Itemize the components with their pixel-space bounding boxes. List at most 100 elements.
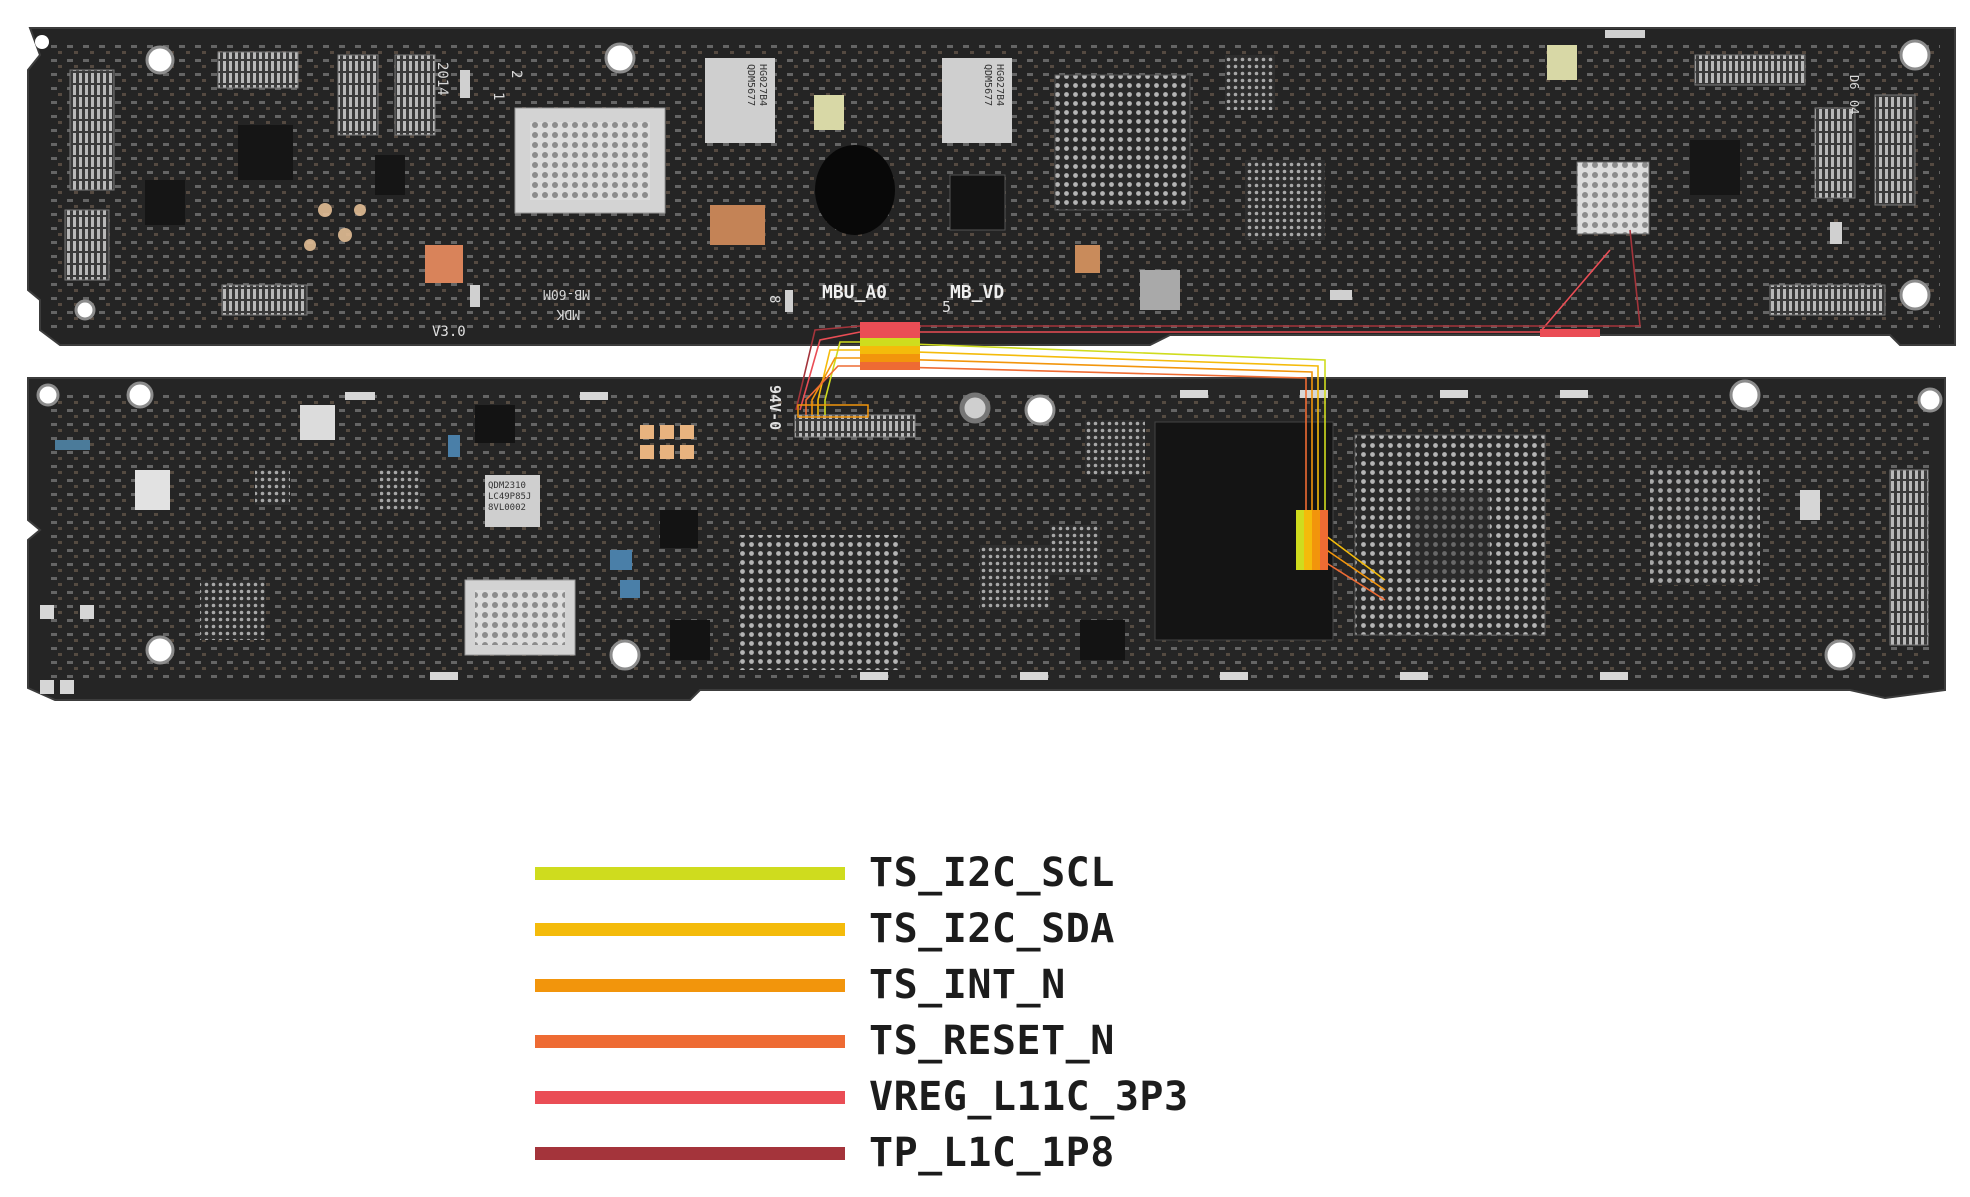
top-mount-hole-3 [1899,279,1931,311]
bottom-blue-part-d [55,440,90,450]
top-mount-hole-5 [74,299,96,321]
trace-ts-i2c-sda [817,349,1386,581]
legend-swatch [535,1146,845,1160]
legend-label: TP_L1C_1P8 [869,1130,1115,1176]
bottom-mount-hole-8 [609,639,641,671]
top-epoxy-blob [815,145,895,235]
legend-item: VREG_L11C_3P3 [535,1069,1235,1125]
top-bga-e [1690,140,1740,195]
bottom-blue-part-b [610,550,632,570]
legend: TS_I2C_SCL TS_I2C_SDA TS_INT_N TS_RESET_N VR… [535,845,1235,1181]
legend-swatch [535,1034,845,1048]
bottom-white-chip-b [300,405,335,440]
top-chip-m [814,95,844,130]
bottom-connector-main [794,414,916,438]
legend-swatch [535,922,845,936]
bottom-black-chip-d [670,620,710,660]
silk-digit-5: 5 [942,298,951,316]
bottom-mount-hole-6 [1917,387,1943,413]
silk-version: V3.0 [432,324,466,340]
bottom-mount-hole-9 [1824,639,1856,671]
silk-digit-1: 1 [490,92,506,100]
legend-swatch [535,978,845,992]
net-flag-group-top [860,322,1600,370]
top-connector-a [217,51,299,89]
qdm-b-line1: QDM5677 [982,64,993,106]
bottom-mount-hole-3 [1024,394,1056,426]
top-connector-right-c [1874,94,1916,206]
legend-label: TS_I2C_SDA [869,906,1115,952]
bottom-mount-hole-5 [1729,379,1761,411]
top-bga-soc [1054,74,1191,211]
legend-swatch [535,1090,845,1104]
bottom-black-chip-b [660,510,698,548]
legend-item: TS_RESET_N [535,1013,1235,1069]
silk-digit-8: 8 [766,295,782,303]
net-flag-group-bottom [1296,510,1328,570]
bottom-board: 94V-0 QDM2310 LC49P85J 8VL0002 [27,377,1946,701]
top-connector-c [394,54,436,136]
qdm-a-line2: HG027B4 [757,64,768,106]
signal-traces [795,229,1641,601]
bottom-mount-hole-7 [145,635,175,665]
top-chip-j [425,245,463,283]
silk-d6-sub: 04 [1847,100,1861,114]
top-connector-left-2 [64,209,110,281]
bottom-white-chip-a [135,470,170,510]
bottom-black-chip-c [1080,620,1125,660]
bottom-qdm-chip [485,475,540,527]
legend-item: TP_L1C_1P8 [535,1125,1235,1181]
bottom-bga-small-e [380,470,420,510]
bottom-mount-hole-2 [126,381,154,409]
bottom-bga-mid [740,535,900,670]
top-bga-d [1576,161,1650,235]
legend-label: TS_RESET_N [869,1018,1115,1064]
bottom-black-chip-a [475,405,515,443]
bottom-bga-small-b [980,545,1050,610]
top-connector-b [337,54,379,136]
top-chip-i [375,155,405,195]
silk-mdk: MDK [556,306,580,321]
legend-item: TS_INT_N [535,957,1235,1013]
top-qdm-chip-a [705,58,775,143]
top-board: 2014 V3.0 MBU_A0 MB_VD MDK MB-60M 8 5 2 … [27,27,1956,346]
silk-digit-2: 2 [508,70,524,78]
top-chip-o [1075,245,1100,273]
top-mount-hole-4 [1899,39,1931,71]
silk-mbu: MBU_A0 [822,282,887,303]
legend-swatch [535,866,845,880]
silk-year: 2014 [434,62,450,96]
legend-label: TS_INT_N [869,962,1066,1008]
legend-label: VREG_L11C_3P3 [869,1074,1189,1120]
trace-tp-l1c [795,229,1641,411]
top-connector-right-b [1814,107,1856,199]
silk-d6: D6 [1847,75,1861,89]
bottom-qdm-line1: QDM2310 [488,481,526,491]
bottom-blue-part-c [620,580,640,598]
top-chip-k [710,205,765,245]
top-chip-n [1140,270,1180,310]
top-connector-d [221,284,308,316]
qdm-b-line2: HG027B4 [994,64,1005,106]
bottom-bga-right [1650,470,1760,585]
top-connector-left [69,69,115,191]
legend-label: TS_I2C_SCL [869,850,1115,896]
qdm-a-line1: QDM5677 [745,64,756,106]
bottom-qdm-line2: LC49P85J [488,492,531,502]
top-chip-g [238,125,293,180]
top-bga-b [1225,55,1275,110]
bottom-connector-right [1889,469,1929,646]
silk-mb60: MB-60M [543,286,590,301]
legend-item: TS_I2C_SCL [535,845,1235,901]
top-chip-h [145,180,185,225]
trace-ts-int-n [811,357,1386,591]
bottom-bga-small-d [255,470,290,505]
top-chip-f [949,174,1006,231]
bottom-mount-hole-1 [36,383,60,407]
top-connector-right-d [1769,284,1886,316]
bottom-bga-small-f [1050,525,1100,575]
bottom-mount-hole-4 [959,392,991,424]
top-connector-right-a [1694,54,1806,86]
bottom-bga-small-a [1085,420,1145,475]
